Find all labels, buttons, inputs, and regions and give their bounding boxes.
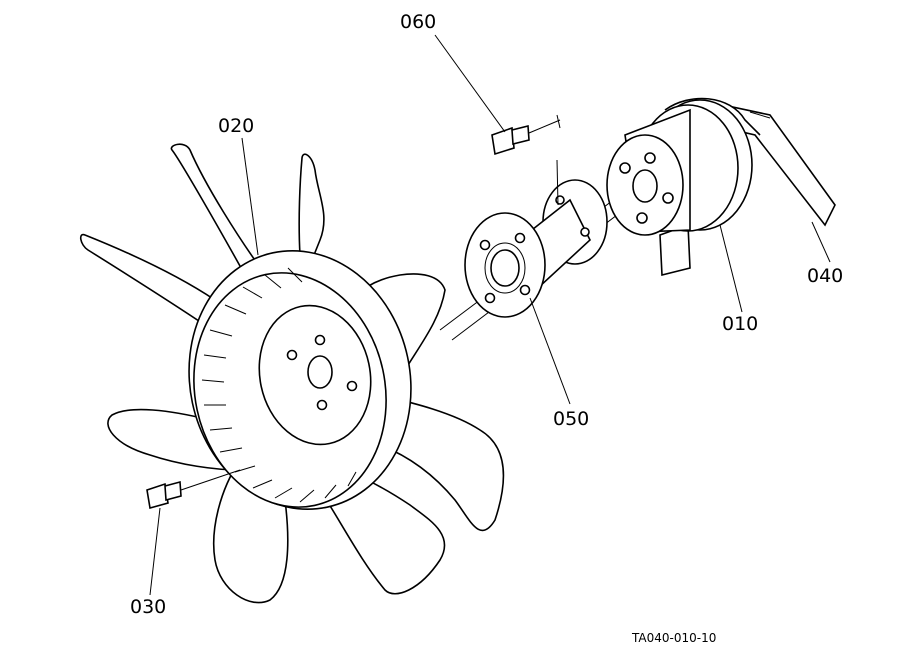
cooling-fan (188, 250, 412, 510)
callout-050: 050 (553, 408, 589, 430)
callout-030: 030 (130, 596, 166, 618)
callout-060: 060 (400, 11, 436, 33)
figure-reference: TA040-010-10 (631, 631, 716, 645)
upper-bolt (491, 114, 561, 206)
callout-040: 040 (807, 265, 843, 287)
lower-bolt (146, 469, 241, 510)
fan-spacer (464, 179, 608, 318)
leader-lines (149, 34, 831, 596)
callout-010: 010 (722, 313, 758, 335)
fan-drive-pulley (606, 99, 753, 236)
callout-020: 020 (218, 115, 254, 137)
